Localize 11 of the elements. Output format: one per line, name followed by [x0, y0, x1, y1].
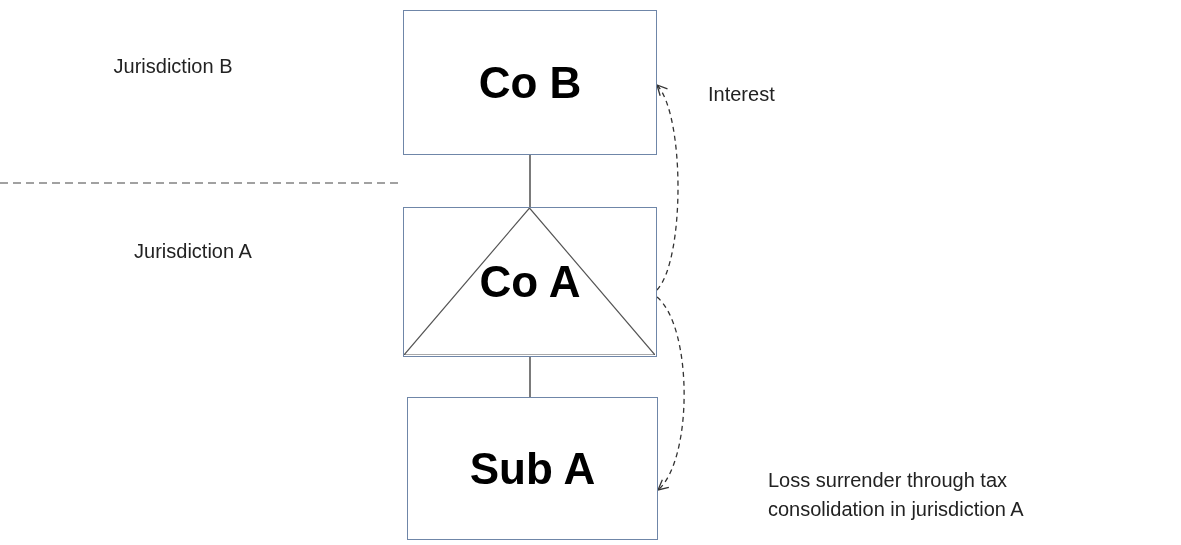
entity-box [403, 10, 657, 155]
arrow [656, 296, 685, 491]
arrow [656, 84, 679, 291]
jurisdiction-label: Jurisdiction A [133, 239, 253, 264]
connector-line [529, 154, 531, 208]
entity-box [407, 397, 658, 540]
entity-name: Sub A [469, 443, 596, 494]
jurisdiction-label: Jurisdiction B [112, 54, 234, 79]
connector-line [529, 356, 531, 398]
entity-name: Co A [479, 257, 581, 307]
entity-name: Co B [478, 57, 582, 108]
